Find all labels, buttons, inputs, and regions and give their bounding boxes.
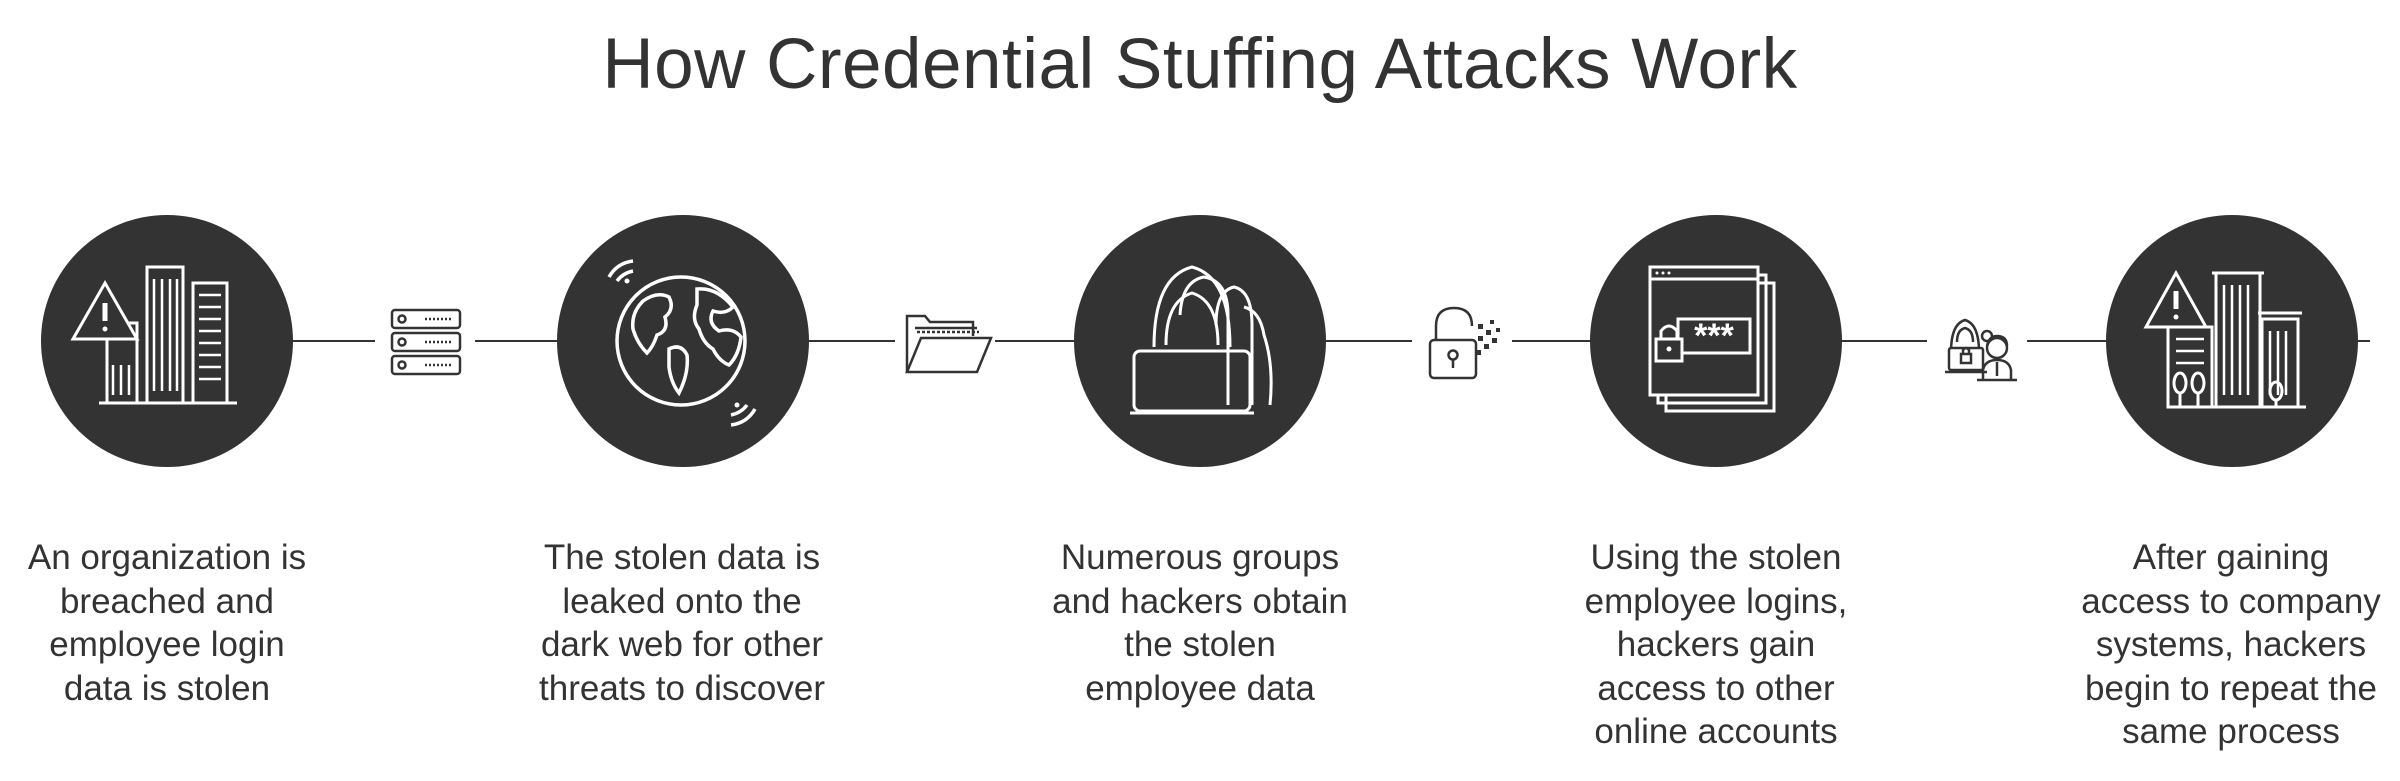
connector-4 — [1927, 292, 2027, 392]
step-4-circle: *** — [1590, 215, 1842, 467]
connector-1 — [375, 292, 475, 392]
breached-building-icon — [70, 265, 237, 405]
password-window-icon: *** — [1648, 265, 1776, 413]
step-1-circle — [41, 215, 293, 467]
diagram-title: How Credential Stuffing Attacks Work — [602, 25, 1798, 104]
step-5-circle — [2106, 215, 2358, 467]
unlocked-padlock-icon — [1428, 306, 1500, 380]
connector-3 — [1412, 292, 1512, 392]
step-5-caption: After gaining access to company systems,… — [2081, 538, 2381, 751]
svg-text:***: *** — [1694, 317, 1734, 355]
hacker-and-employee-icon — [1945, 318, 2017, 382]
step-3-caption: Numerous groups and hackers obtain the s… — [1052, 538, 1348, 708]
step-3-circle — [1074, 215, 1326, 467]
company-buildings-alert-icon — [2143, 269, 2306, 409]
connector-2 — [895, 292, 995, 392]
step-4-caption: Using the stolen employee logins, hacker… — [1584, 538, 1848, 751]
step-1-caption: An organization is breached and employee… — [27, 538, 307, 708]
step-2-circle — [557, 215, 809, 467]
folder-icon — [905, 314, 993, 374]
server-icon — [390, 308, 462, 376]
hacker-group-icon — [1130, 265, 1273, 415]
globe-icon — [607, 259, 757, 427]
step-2-caption: The stolen data is leaked onto the dark … — [539, 538, 825, 708]
